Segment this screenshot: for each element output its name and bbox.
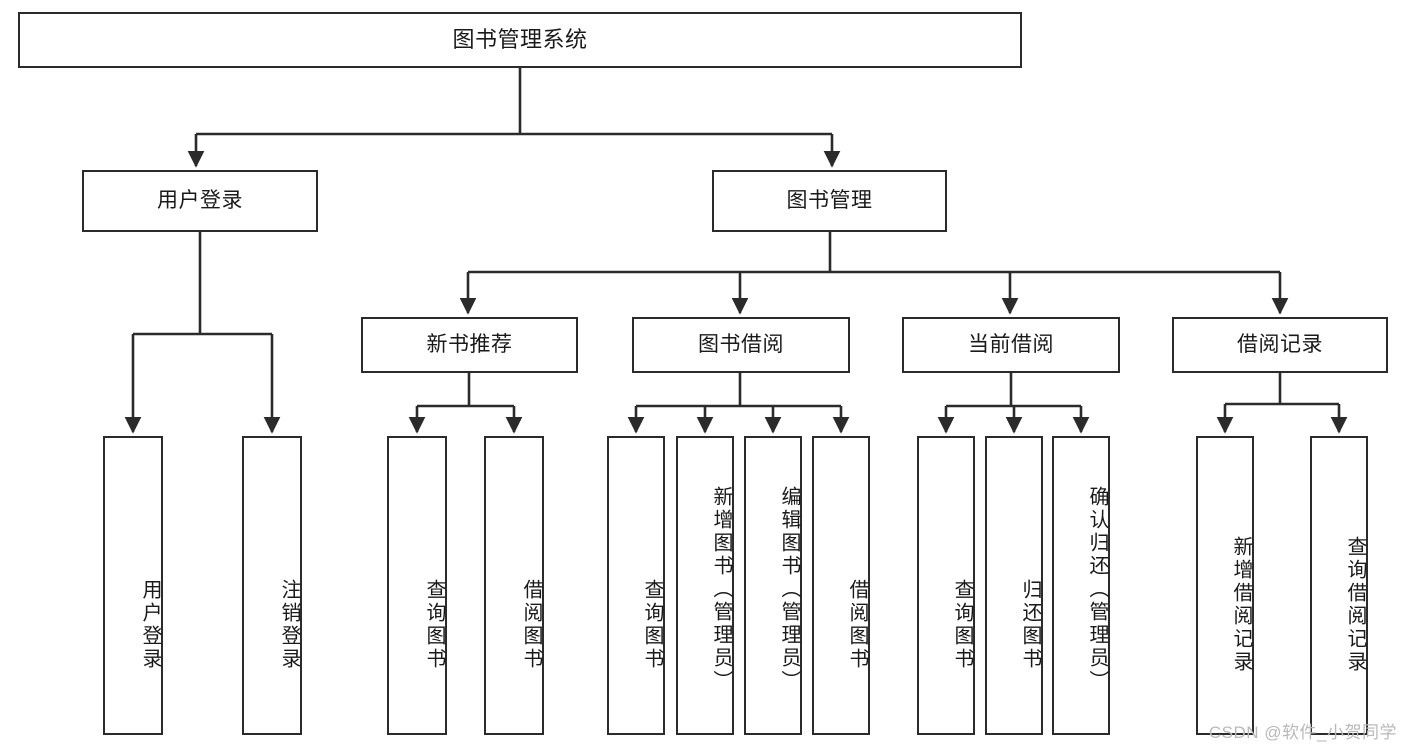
leaf-borrow-book-new[interactable]: 借阅图书 [484, 436, 544, 735]
leaf-user-login-label: 用户登录 [139, 578, 161, 671]
leaf-borrow-book-new-label: 借阅图书 [520, 578, 542, 671]
leaf-logout[interactable]: 注销登录 [242, 436, 302, 735]
csdn-watermark: CSDN @软件_小贺同学 [1208, 723, 1397, 742]
node-new-book-recommend[interactable]: 新书推荐 [361, 317, 578, 373]
leaf-return-book-label: 归还图书 [1019, 578, 1041, 671]
leaf-edit-book-admin[interactable]: 编辑图书（管理员） [744, 436, 802, 735]
node-current-borrow-label: 当前借阅 [968, 333, 1054, 357]
leaf-add-borrow-record[interactable]: 新增借阅记录 [1196, 436, 1254, 735]
leaf-add-borrow-record-label: 新增借阅记录 [1230, 535, 1252, 674]
leaf-add-book-admin-label: 新增图书（管理员） [710, 486, 732, 693]
node-current-borrow[interactable]: 当前借阅 [902, 317, 1120, 373]
node-user-login[interactable]: 用户登录 [82, 170, 318, 232]
leaf-query-borrow-record-label: 查询借阅记录 [1344, 535, 1366, 674]
node-user-login-label: 用户登录 [157, 189, 243, 213]
node-book-management-label: 图书管理 [786, 189, 873, 213]
leaf-edit-book-admin-label: 编辑图书（管理员） [778, 486, 800, 693]
leaf-query-book-new[interactable]: 查询图书 [387, 436, 447, 735]
leaf-confirm-return-admin[interactable]: 确认归还（管理员） [1052, 436, 1110, 735]
leaf-query-book-current[interactable]: 查询图书 [917, 436, 975, 735]
leaf-query-book-current-label: 查询图书 [951, 578, 973, 671]
node-root-label: 图书管理系统 [452, 26, 588, 52]
leaf-borrow-book[interactable]: 借阅图书 [812, 436, 870, 735]
node-book-borrow-label: 图书借阅 [698, 333, 784, 357]
node-root[interactable]: 图书管理系统 [18, 12, 1022, 68]
leaf-return-book[interactable]: 归还图书 [985, 436, 1043, 735]
leaf-query-book-new-label: 查询图书 [423, 578, 445, 671]
node-book-management[interactable]: 图书管理 [712, 170, 947, 232]
leaf-query-book-borrow-label: 查询图书 [641, 578, 663, 671]
leaf-add-book-admin[interactable]: 新增图书（管理员） [676, 436, 734, 735]
leaf-confirm-return-admin-label: 确认归还（管理员） [1086, 486, 1108, 693]
node-book-borrow[interactable]: 图书借阅 [632, 317, 850, 373]
leaf-query-book-borrow[interactable]: 查询图书 [607, 436, 665, 735]
node-borrow-records[interactable]: 借阅记录 [1172, 317, 1388, 373]
node-borrow-records-label: 借阅记录 [1237, 333, 1323, 357]
node-new-book-recommend-label: 新书推荐 [426, 333, 513, 357]
leaf-logout-label: 注销登录 [278, 578, 300, 671]
leaf-user-login[interactable]: 用户登录 [103, 436, 163, 735]
leaf-borrow-book-label: 借阅图书 [846, 578, 868, 671]
leaf-query-borrow-record[interactable]: 查询借阅记录 [1310, 436, 1368, 735]
